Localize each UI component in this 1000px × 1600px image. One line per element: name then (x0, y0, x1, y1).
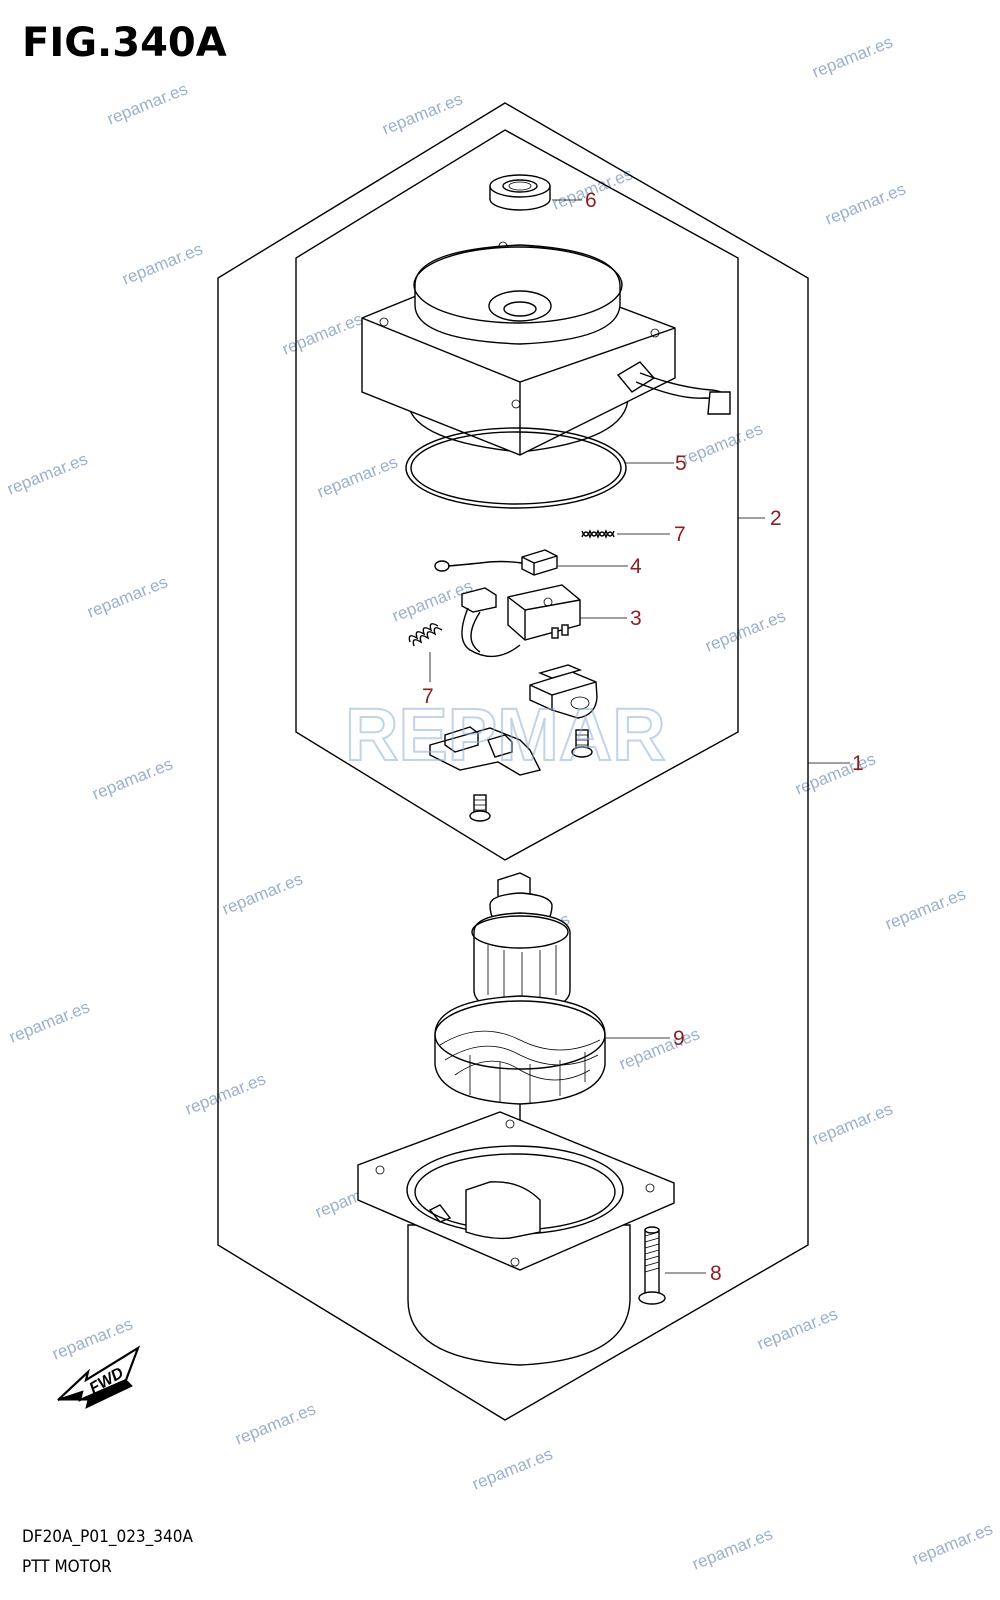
through-bolt-part (638, 1226, 666, 1305)
spring-part (581, 529, 615, 539)
armature-part (434, 872, 606, 1120)
watermark: repamar.es (909, 1519, 995, 1568)
callout-7: 7 (674, 523, 686, 546)
watermark: repamar.es (104, 79, 190, 128)
motor-housing (357, 1111, 675, 1366)
watermark: repamar.es (232, 1399, 318, 1448)
figure-title: FIG.340A (22, 20, 227, 66)
callout-4: 4 (630, 555, 642, 578)
watermark: repamar.es (279, 309, 365, 358)
watermark: repamar.es (314, 452, 400, 501)
watermark: repamar.es (882, 884, 968, 933)
watermark: repamar.es (469, 1444, 555, 1493)
watermark: repamar.es (219, 869, 305, 918)
watermark: repamar.es (4, 449, 90, 498)
screw-part (571, 729, 593, 758)
watermark: repamar.es (822, 179, 908, 228)
assembly-1-boundary (217, 102, 809, 1421)
callout-5: 5 (675, 452, 687, 475)
svg-text:REPMAR: REPMAR (345, 693, 666, 776)
brush-cap-part (529, 664, 598, 719)
figure-code: DF20A_P01_023_340A (22, 1527, 193, 1547)
watermark: repamar.es (84, 572, 170, 621)
watermark: repamar.es (182, 1069, 268, 1118)
watermark: repamar.es (809, 1099, 895, 1148)
watermark: repamar.es (754, 1304, 840, 1353)
terminal-plate-part (429, 726, 542, 776)
watermark: repamar.es (809, 32, 895, 81)
spring-part (408, 623, 443, 647)
callout-6: 6 (585, 189, 597, 212)
callout-9: 9 (673, 1027, 685, 1050)
callout-7: 7 (422, 685, 434, 708)
brush-holder-part (461, 584, 581, 658)
watermark: repamar.es (689, 1524, 775, 1573)
motor-cover (361, 241, 731, 456)
watermark: repamar.es (702, 606, 788, 655)
brush-part (434, 549, 558, 576)
callout-labels: 6 2 1 5 7 4 3 7 9 8 (422, 189, 864, 1285)
bearing-part (489, 174, 551, 211)
watermark: repamar.es (616, 1024, 702, 1073)
assembly-2-boundary (295, 129, 739, 861)
watermark: repamar.es (89, 754, 175, 803)
figure-caption: PTT MOTOR (22, 1557, 112, 1577)
screw-part (469, 794, 491, 822)
callout-2: 2 (770, 507, 782, 530)
leader-lines (429, 199, 850, 1274)
callout-3: 3 (630, 607, 642, 630)
watermark: repamar.es (792, 749, 878, 798)
watermark: repamar.es (679, 419, 765, 468)
o-ring-part (405, 427, 627, 509)
watermark: repamar.es (379, 89, 465, 138)
callout-8: 8 (710, 1262, 722, 1285)
watermark: repamar.es (119, 239, 205, 288)
watermark: repamar.es (6, 997, 92, 1046)
repamar-logo: REPMAR (344, 692, 667, 777)
fwd-arrow-icon: FWD (57, 1345, 141, 1409)
callout-1: 1 (852, 752, 864, 775)
